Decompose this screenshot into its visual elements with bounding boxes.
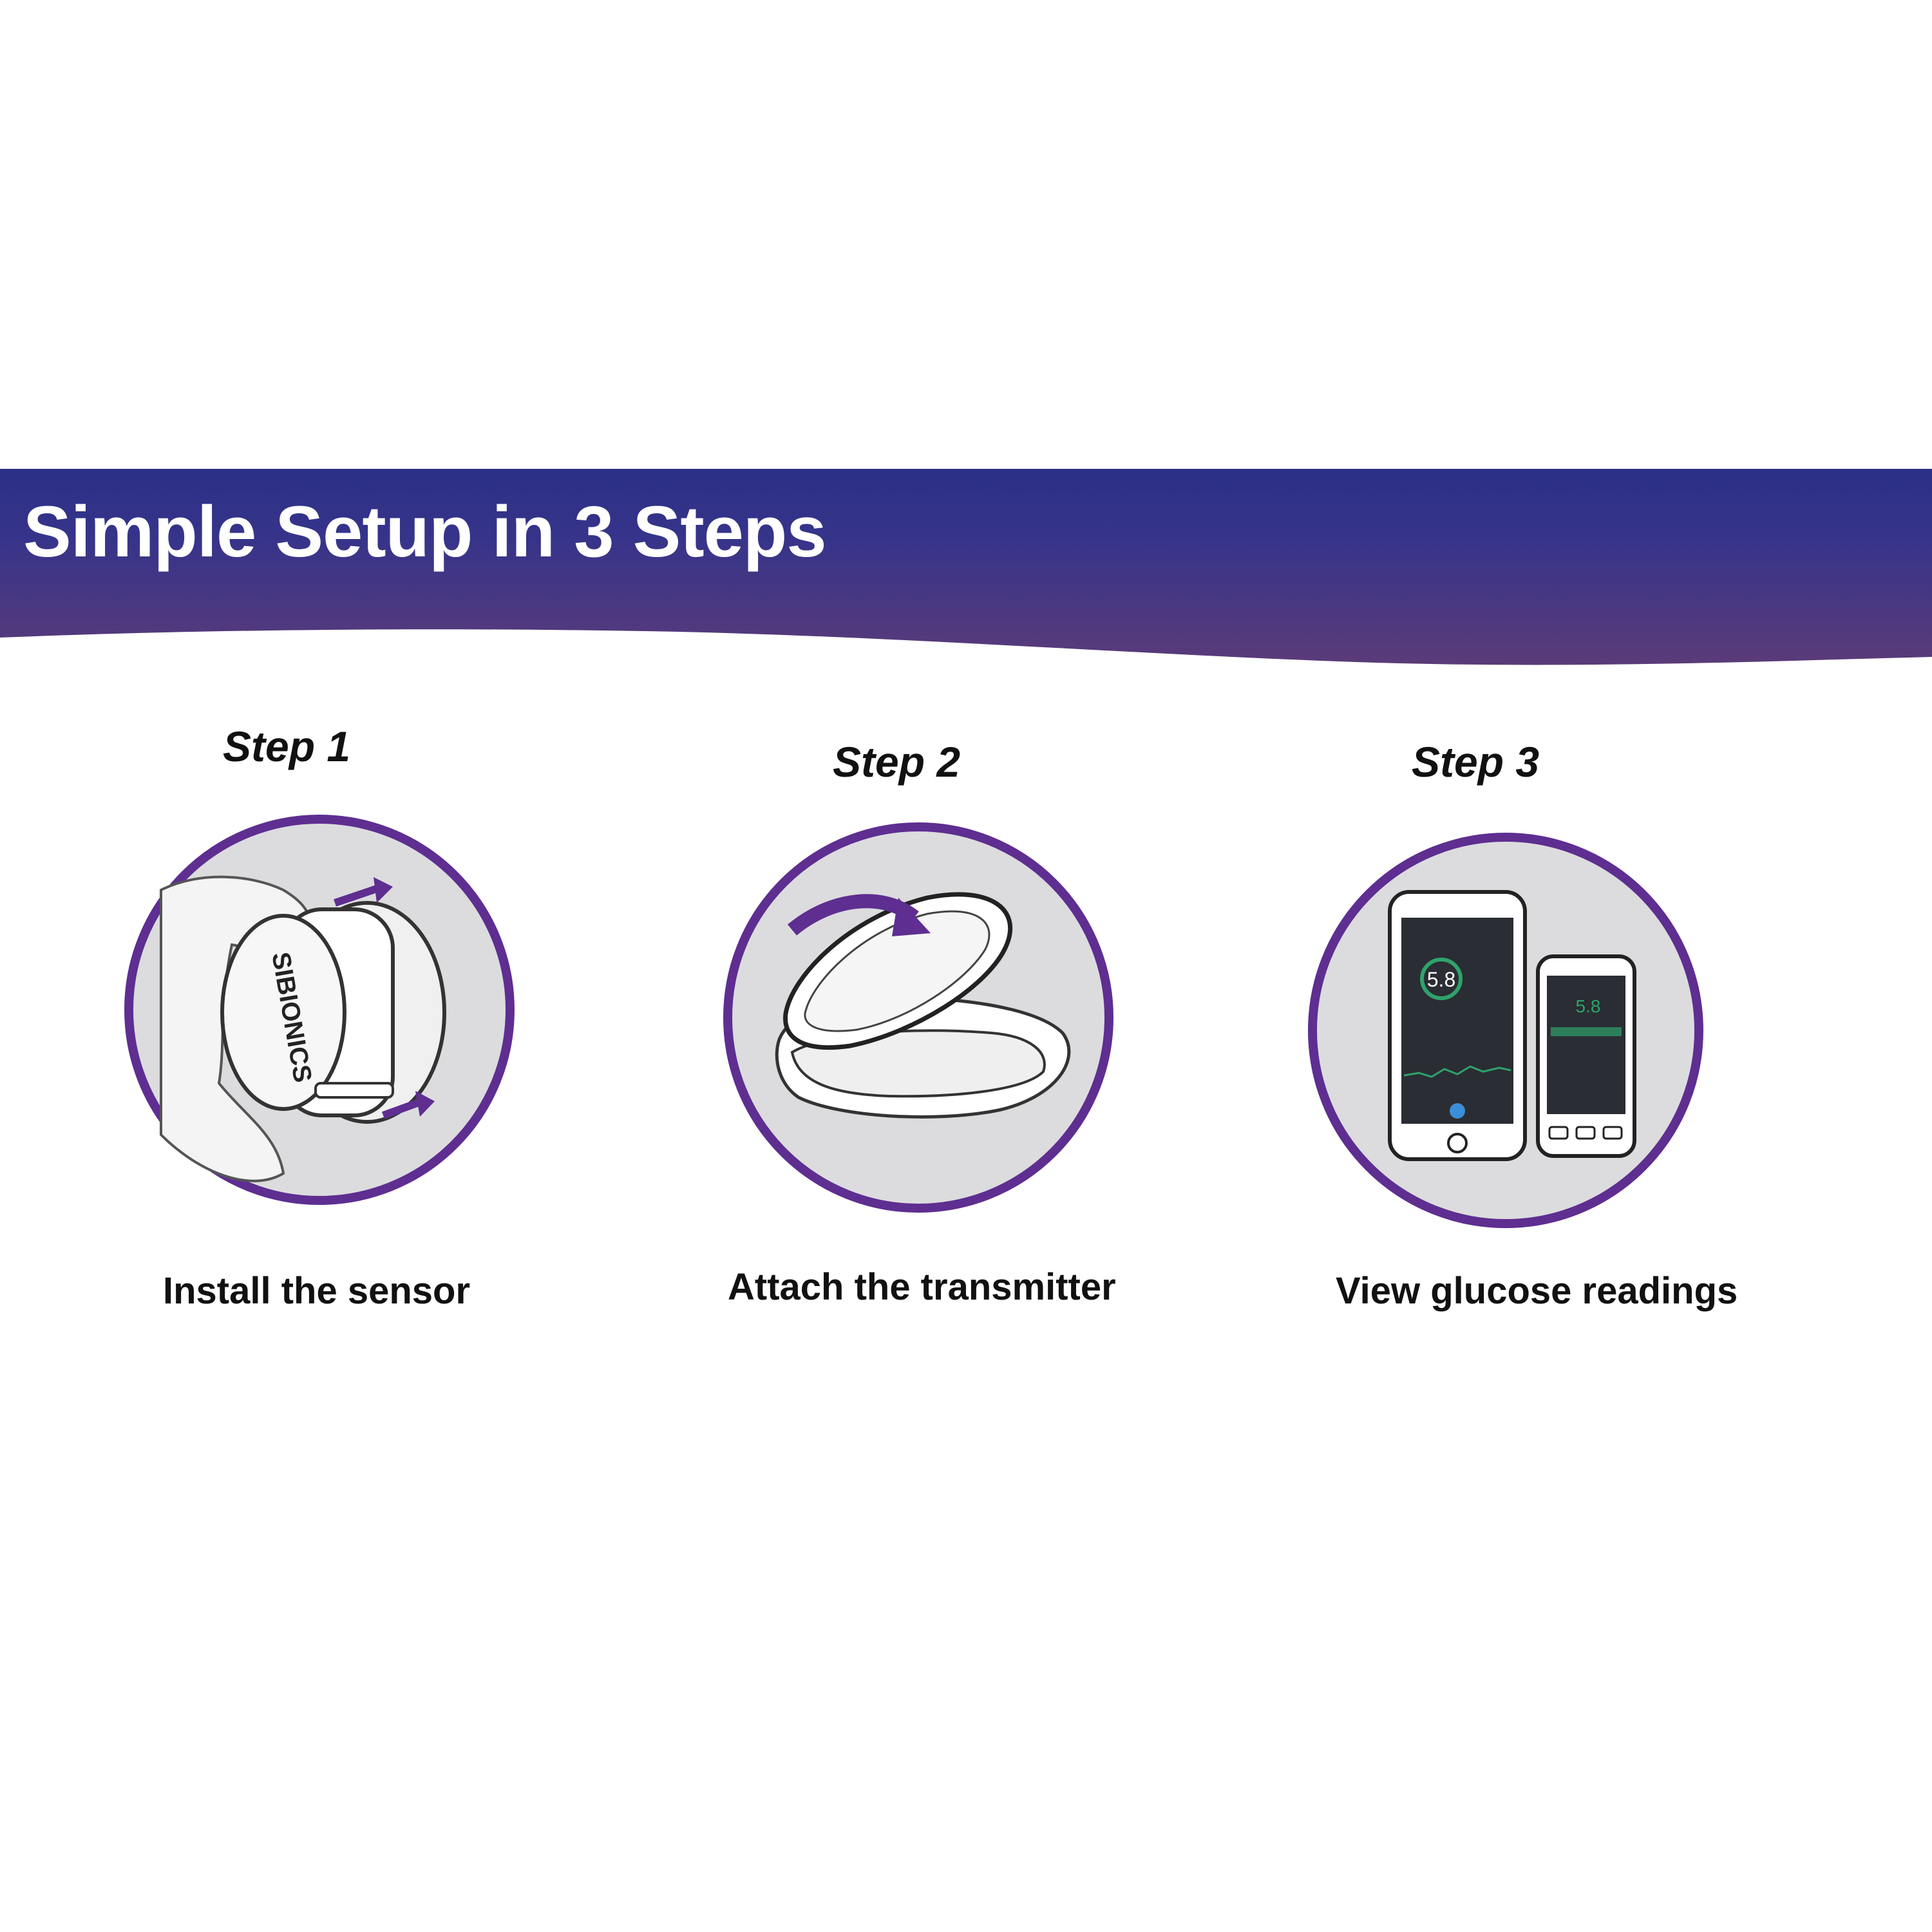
transmitter-attach-icon	[723, 822, 1113, 1213]
step-1-label: Step 1	[223, 723, 351, 770]
step-2-caption: Attach the transmitter	[728, 1266, 1116, 1308]
header-banner	[0, 469, 1932, 665]
step-3-label: Step 3	[1412, 738, 1540, 786]
step-3-caption: View glucose readings	[1336, 1270, 1738, 1312]
step-1-caption: Install the sensor	[163, 1270, 471, 1312]
phone-and-reader-icon: 5.8 5.8	[1308, 833, 1703, 1228]
sensor-applicator-icon: SIBIONICS	[124, 815, 515, 1205]
step-2-label: Step 2	[833, 738, 961, 786]
reader-glucose-value: 5.8	[1576, 996, 1601, 1016]
page-title: Simple Setup in 3 Steps	[23, 491, 827, 572]
reader-icon: 5.8	[1536, 954, 1636, 1158]
phone-icon: 5.8	[1388, 890, 1527, 1161]
phone-glucose-value: 5.8	[1427, 968, 1455, 991]
